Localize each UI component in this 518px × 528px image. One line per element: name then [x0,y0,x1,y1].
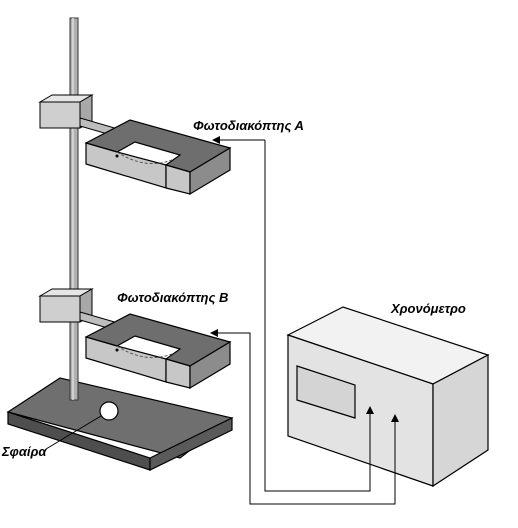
timer-label: Χρονόμετρο [391,301,466,316]
timer-box [286,306,490,488]
wire-b [210,329,399,505]
wire-a [212,136,374,492]
clamp-lower [38,288,94,323]
sphere-label: Σφαίρα [2,444,47,459]
sphere [99,401,119,421]
photogate-a [84,119,232,196]
sphere-label-pointer [45,415,102,450]
photogate-b [84,313,232,390]
stand-rod [69,17,79,401]
photogate-b-label: Φωτοδιακόπτης Β [117,290,229,305]
timer-display [296,365,356,419]
photogate-a-label: Φωτοδιακόπτης Α [193,118,304,133]
base-plate [6,377,234,471]
